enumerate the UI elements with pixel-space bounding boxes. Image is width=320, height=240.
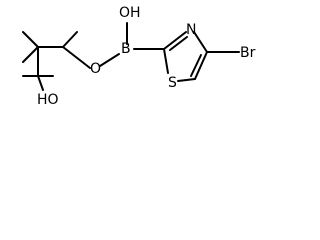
bond-c2-ho — [37, 75, 44, 91]
bond-cl-methyl-down — [22, 46, 39, 63]
molecule-structure: OH B O HO N S Br — [22, 5, 256, 108]
bond-cl-methyl-up — [22, 31, 39, 48]
bond-cr-o — [62, 46, 91, 69]
hydroxyl-label: HO — [37, 92, 59, 108]
bond-c4-c5-outer — [194, 51, 208, 80]
nitrogen-label: N — [186, 22, 196, 38]
bond-c5-s — [177, 78, 196, 82]
oh-label: OH — [119, 5, 141, 21]
bond-c2-n-inner — [169, 36, 188, 51]
bonds — [22, 22, 240, 91]
atom-labels: OH B O HO N S Br — [37, 5, 256, 108]
bond-s-c2 — [163, 48, 169, 74]
ester-oxygen-label: O — [90, 61, 101, 77]
bond-cr-methyl-up — [62, 31, 78, 48]
bromine-label: Br — [240, 45, 256, 61]
bond-o-b — [99, 53, 120, 67]
sulfur-label: S — [168, 75, 177, 91]
bond-c2-n-outer — [163, 31, 187, 50]
bond-c4-c5-inner — [190, 54, 202, 77]
bond-n-c4 — [193, 31, 208, 53]
boron-label: B — [121, 41, 131, 57]
